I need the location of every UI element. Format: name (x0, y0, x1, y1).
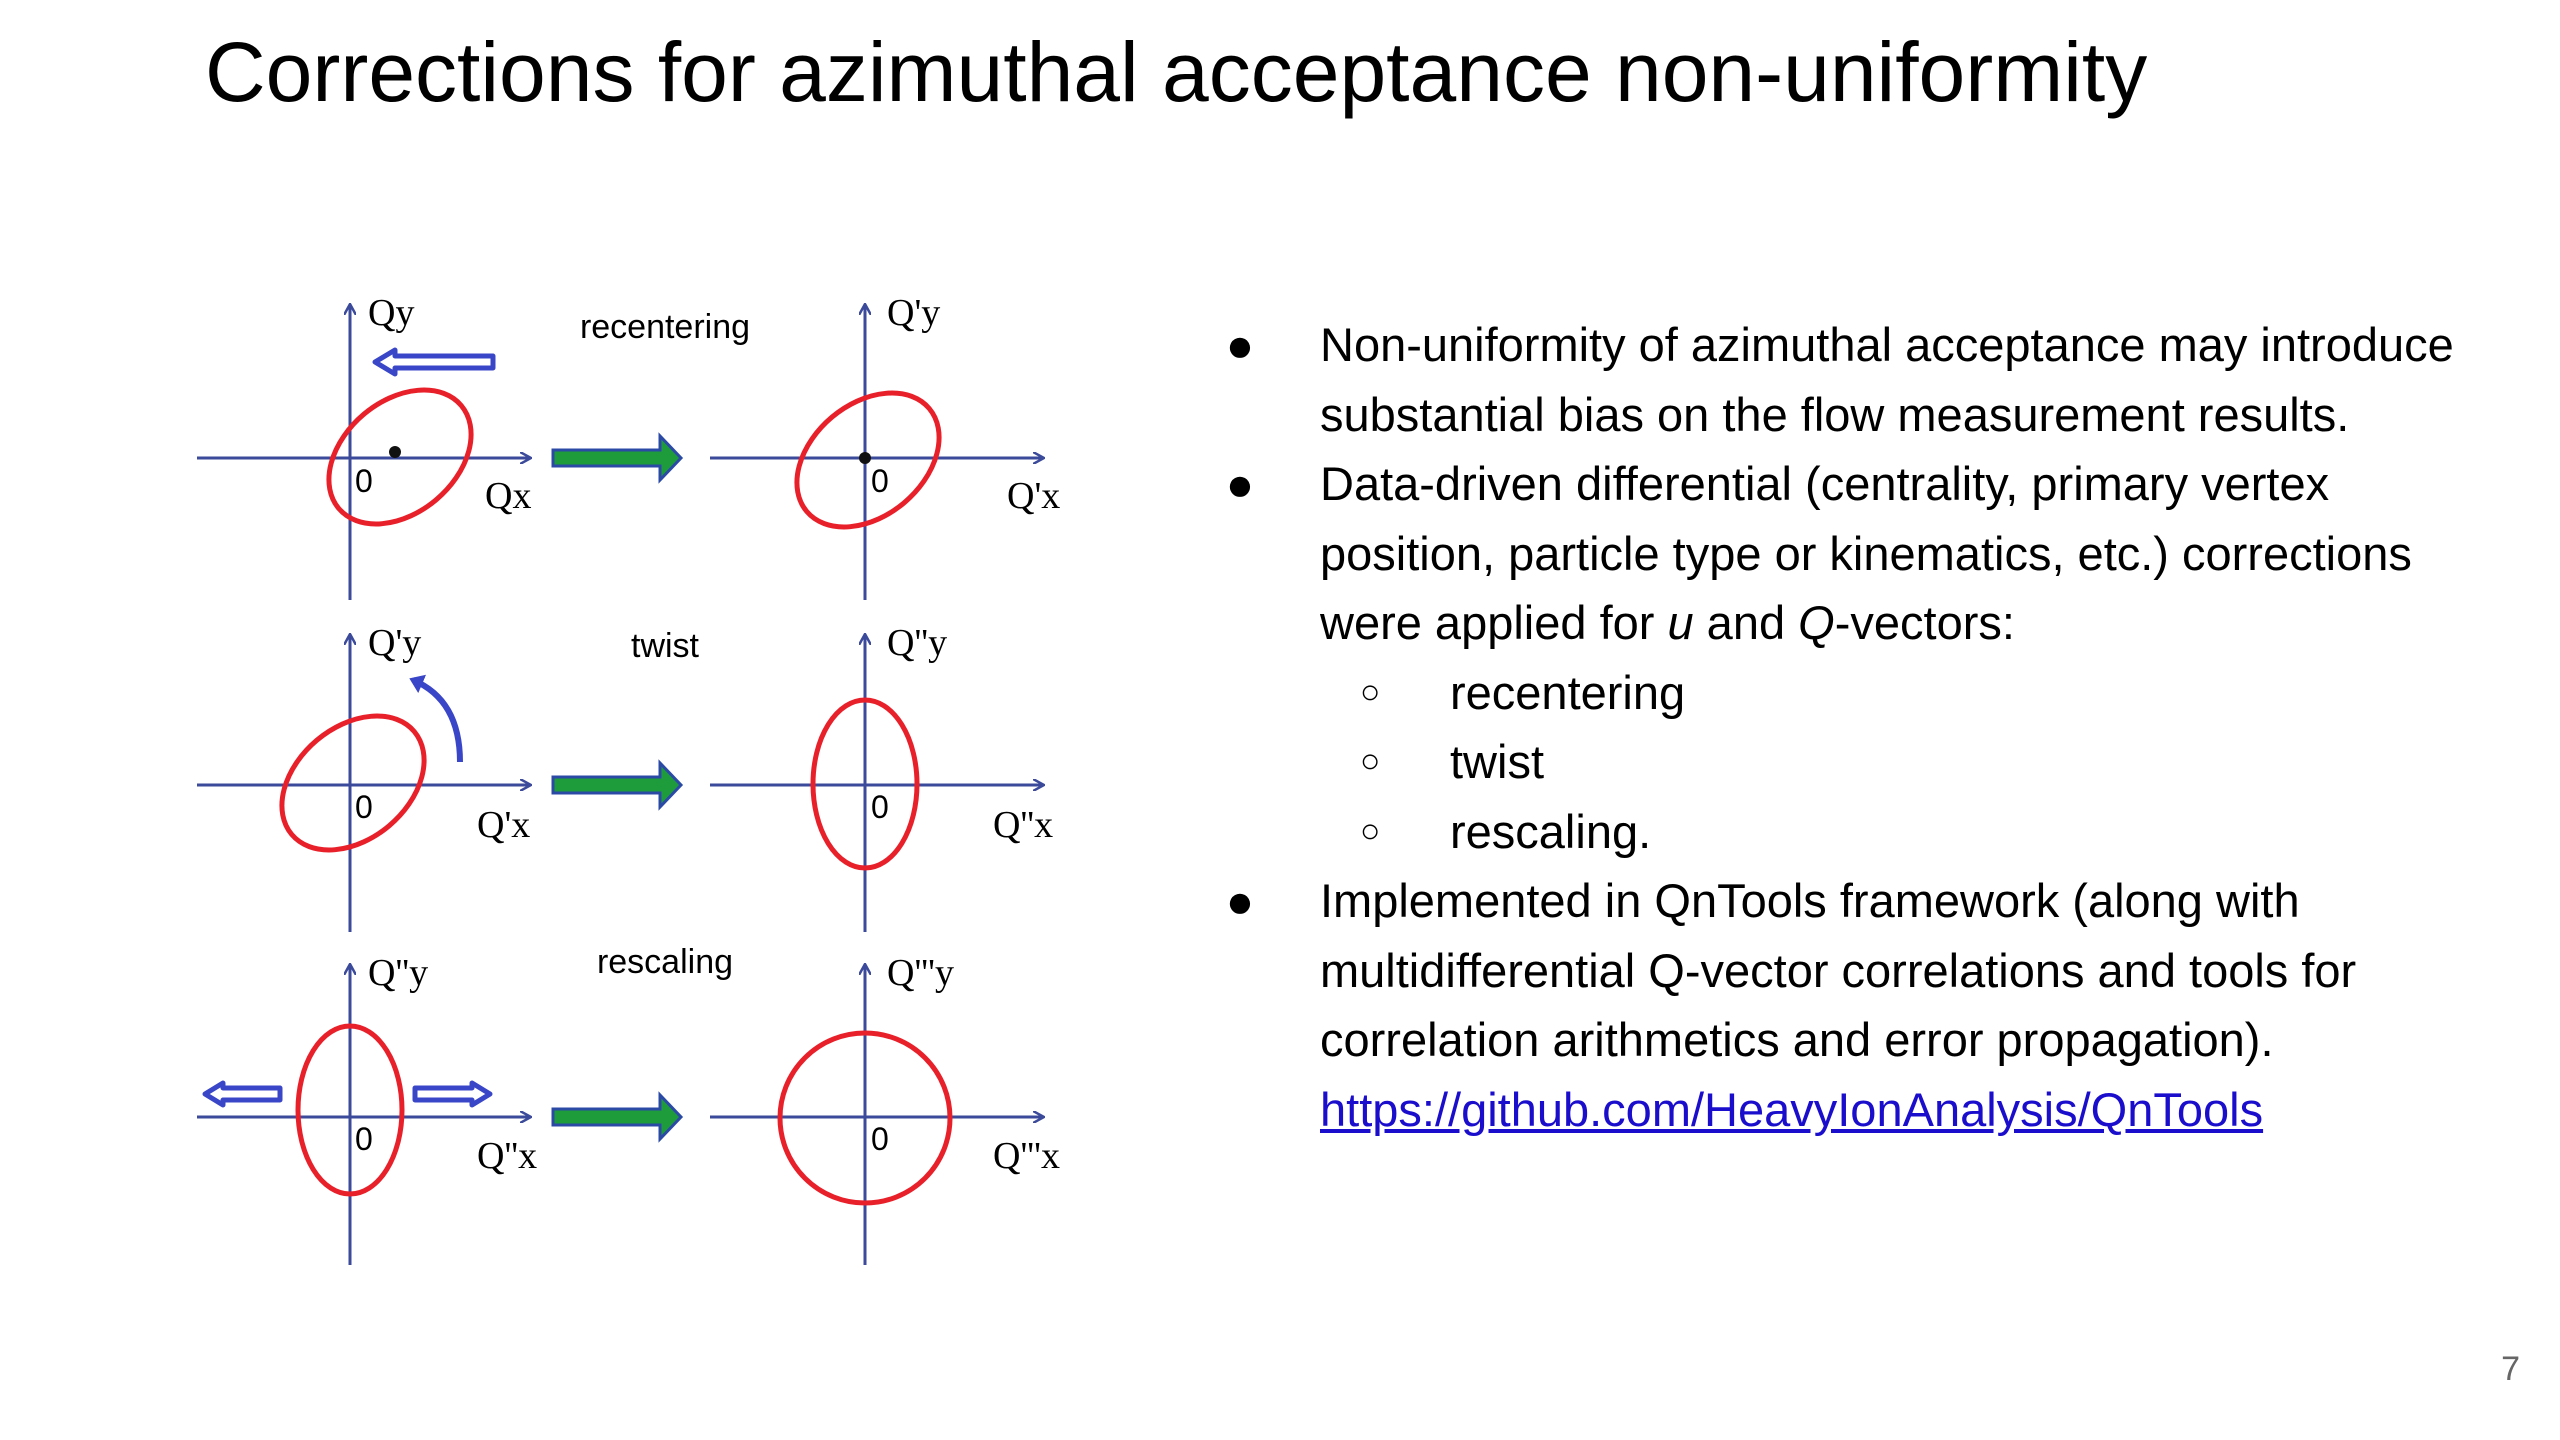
axis-y-label: Q''y (368, 952, 428, 994)
axis-y-label: Q'''y (887, 952, 954, 994)
origin-label: 0 (871, 789, 889, 825)
axis-y-label: Q'y (368, 622, 421, 664)
acceptance-ellipse (279, 713, 427, 853)
origin-label: 0 (871, 1121, 889, 1157)
bullet-list: ● Non-uniformity of azimuthal acceptance… (1220, 310, 2510, 1144)
axis-x-label: Q'''x (993, 1135, 1060, 1177)
center-dot (859, 452, 871, 464)
u-vector-symbol: u (1667, 596, 1694, 649)
axes-right (710, 635, 1043, 932)
acceptance-circle (777, 1030, 953, 1206)
origin-label: 0 (355, 789, 373, 825)
step-label-recentering: recentering (580, 308, 750, 346)
correction-diagram: Qy Qx 0 recentering Q'y Q'x 0 Q'y (197, 292, 1060, 1265)
bullet-text: Data-driven differential (centrality, pr… (1320, 457, 2412, 649)
acceptance-ellipse (295, 1023, 405, 1197)
acceptance-ellipse (794, 390, 942, 530)
bullet-marker: ● (1225, 874, 1255, 927)
sub-bullet-item: ○ rescaling. (1220, 797, 2510, 867)
axis-y-label: Q''y (887, 622, 947, 664)
correction-steps-figure: Qy Qx 0 recentering Q'y Q'x 0 Q'y (175, 270, 1075, 1285)
axis-y-label: Q'y (887, 292, 940, 334)
page-number: 7 (2501, 1350, 2520, 1388)
bullet-item: ● Non-uniformity of azimuthal acceptance… (1220, 310, 2510, 449)
axes-left (197, 965, 530, 1265)
sub-bullet-text: rescaling. (1450, 804, 1652, 858)
step-arrow (551, 1091, 684, 1143)
bullet-text: -vectors: (1834, 596, 2015, 649)
bullet-item: ● Implemented in QnTools framework (alon… (1220, 866, 2510, 1144)
slide-title: Corrections for azimuthal acceptance non… (205, 25, 2148, 119)
q-vector-symbol: Q (1798, 596, 1835, 649)
stretch-left-arrow (202, 1080, 283, 1108)
origin-label: 0 (355, 1121, 373, 1157)
axes-right (710, 305, 1043, 600)
sub-bullet-item: ○ twist (1220, 727, 2510, 797)
axes-left (197, 305, 530, 600)
row-twist: Q'y Q'x 0 twist Q''y Q''x 0 (197, 622, 1053, 932)
acceptance-ellipse (810, 697, 920, 871)
acceptance-ellipse (326, 387, 474, 527)
step-label-rescaling: rescaling (597, 943, 733, 981)
axis-x-label: Q'x (477, 804, 530, 846)
row-recentering: Qy Qx 0 recentering Q'y Q'x 0 (197, 292, 1060, 600)
bullet-marker: ● (1225, 318, 1255, 371)
bullet-marker: ● (1225, 457, 1255, 510)
shift-left-arrow (372, 347, 496, 377)
bullet-text: and (1693, 596, 1799, 649)
sub-bullet-marker: ○ (1360, 811, 1381, 850)
origin-label: 0 (871, 463, 889, 499)
sub-bullet-list: ○ recentering ○ twist ○ rescaling. (1220, 658, 2510, 867)
center-dot (389, 446, 401, 458)
bullet-item: ● Data-driven differential (centrality, … (1220, 449, 2510, 658)
stretch-right-arrow (412, 1080, 493, 1108)
sub-bullet-item: ○ recentering (1220, 658, 2510, 728)
sub-bullet-text: recentering (1450, 665, 1686, 719)
step-arrow (551, 759, 684, 811)
sub-bullet-marker: ○ (1360, 742, 1381, 780)
qntools-repo-link[interactable]: https://github.com/HeavyIonAnalysis/QnTo… (1320, 1082, 2264, 1136)
twist-arrow (409, 674, 463, 763)
origin-label: 0 (355, 463, 373, 499)
axis-x-label: Q'x (1007, 475, 1060, 517)
step-label-twist: twist (631, 627, 700, 665)
axes-left (197, 635, 530, 932)
bullet-text: Non-uniformity of azimuthal acceptance m… (1320, 318, 2454, 441)
sub-bullet-text: twist (1450, 735, 1544, 788)
row-rescaling: Q''y Q''x 0 rescaling Q'''y Q'''x 0 (197, 943, 1060, 1265)
axis-x-label: Q''x (477, 1135, 537, 1177)
sub-bullet-marker: ○ (1360, 672, 1381, 711)
axes-right (710, 965, 1043, 1265)
axis-x-label: Q''x (993, 804, 1053, 846)
axis-y-label: Qy (368, 292, 414, 334)
step-arrow (551, 432, 684, 484)
bullet-text: Implemented in QnTools framework (along … (1320, 874, 2357, 1066)
axis-x-label: Qx (485, 475, 531, 517)
